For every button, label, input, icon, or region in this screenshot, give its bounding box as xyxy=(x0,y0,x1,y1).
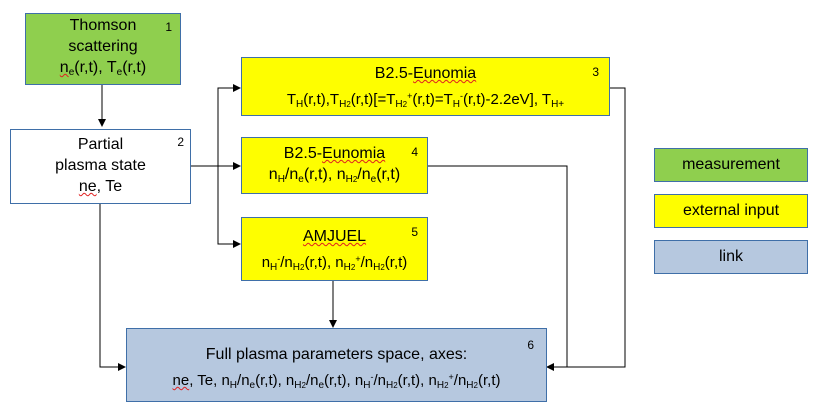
arrow-partial-to-amjuel xyxy=(217,166,241,248)
full-line1: Full plasma parameters space, axes: xyxy=(205,346,468,363)
full-line2: ne, Te, nH/ne(r,t), nH2/ne(r,t), nH-/nH2… xyxy=(172,372,501,391)
partial-plasma-state-box: 2 Partial plasma state ne, Te xyxy=(10,129,191,204)
amjuel-box: 5 AMJUEL nH-/nH2(r,t), nH2+/nH2(r,t) xyxy=(241,217,428,281)
legend-external-input: external input xyxy=(654,194,808,228)
b25-eunomia-densities-box: 4 B2.5-Eunomia nH/ne(r,t), nH2/ne(r,t) xyxy=(241,137,428,194)
amjuel-formula: nH-/nH2(r,t), nH2+/nH2(r,t) xyxy=(261,254,408,273)
node-number: 3 xyxy=(592,65,599,79)
amjuel-title: AMJUEL xyxy=(302,228,367,245)
arrow-partial-to-b25-temps xyxy=(217,84,241,166)
partial-line1: Partial xyxy=(77,136,124,153)
legend-link: link xyxy=(654,240,808,274)
arrow-b25-dens-to-full xyxy=(428,165,568,367)
legend-measurement-label: measurement xyxy=(682,156,780,173)
partial-line2: plasma state xyxy=(55,157,146,174)
b25-dens-title: B2.5-Eunomia xyxy=(283,145,386,162)
thomson-line1: Thomson xyxy=(69,17,137,34)
thomson-scattering-box: 1 Thomson scattering ne(r,t), Te(r,t) xyxy=(25,13,181,85)
b25-temps-formula: TH(r,t),TH2(r,t)[=TH2+(r,t)=TH-(r,t)-2.2… xyxy=(286,91,565,110)
legend-external-input-label: external input xyxy=(682,202,780,219)
node-number: 1 xyxy=(165,20,172,34)
node-number: 6 xyxy=(527,338,534,352)
b25-eunomia-temperatures-box: 3 B2.5-Eunomia TH(r,t),TH2(r,t)[=TH2+(r,… xyxy=(241,57,610,116)
node-number: 2 xyxy=(177,135,184,149)
thomson-line2: scattering xyxy=(68,38,138,55)
thomson-line3: ne(r,t), Te(r,t) xyxy=(59,59,147,78)
full-plasma-parameters-box: 6 Full plasma parameters space, axes: ne… xyxy=(126,328,547,402)
node-number: 4 xyxy=(411,145,418,159)
arrow-b25-temps-to-full xyxy=(546,87,626,371)
legend-measurement: measurement xyxy=(654,148,808,182)
b25-temps-title: B2.5-Eunomia xyxy=(374,65,477,82)
partial-line3: ne, Te xyxy=(78,178,123,195)
node-number: 5 xyxy=(411,225,418,239)
b25-dens-formula: nH/ne(r,t), nH2/ne(r,t) xyxy=(268,166,401,185)
legend-link-label: link xyxy=(718,248,743,265)
arrow-partial-to-full xyxy=(99,204,126,371)
